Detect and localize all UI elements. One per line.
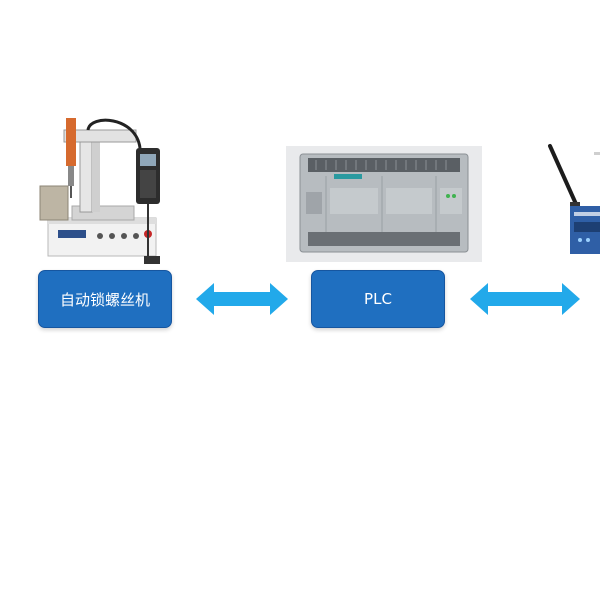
bidirectional-arrow-1: [196, 283, 288, 315]
wireless-gateway-image: [548, 144, 600, 254]
node-label: 自动锁螺丝机: [59, 290, 150, 309]
node-label: PLC: [364, 290, 392, 308]
node-plc: PLC: [311, 270, 445, 328]
siemens-plc-image: [286, 146, 482, 262]
screw-locking-machine-image: [39, 118, 160, 264]
node-screw-locking-machine: 自动锁螺丝机: [38, 270, 172, 328]
bidirectional-arrow-2: [470, 283, 580, 315]
